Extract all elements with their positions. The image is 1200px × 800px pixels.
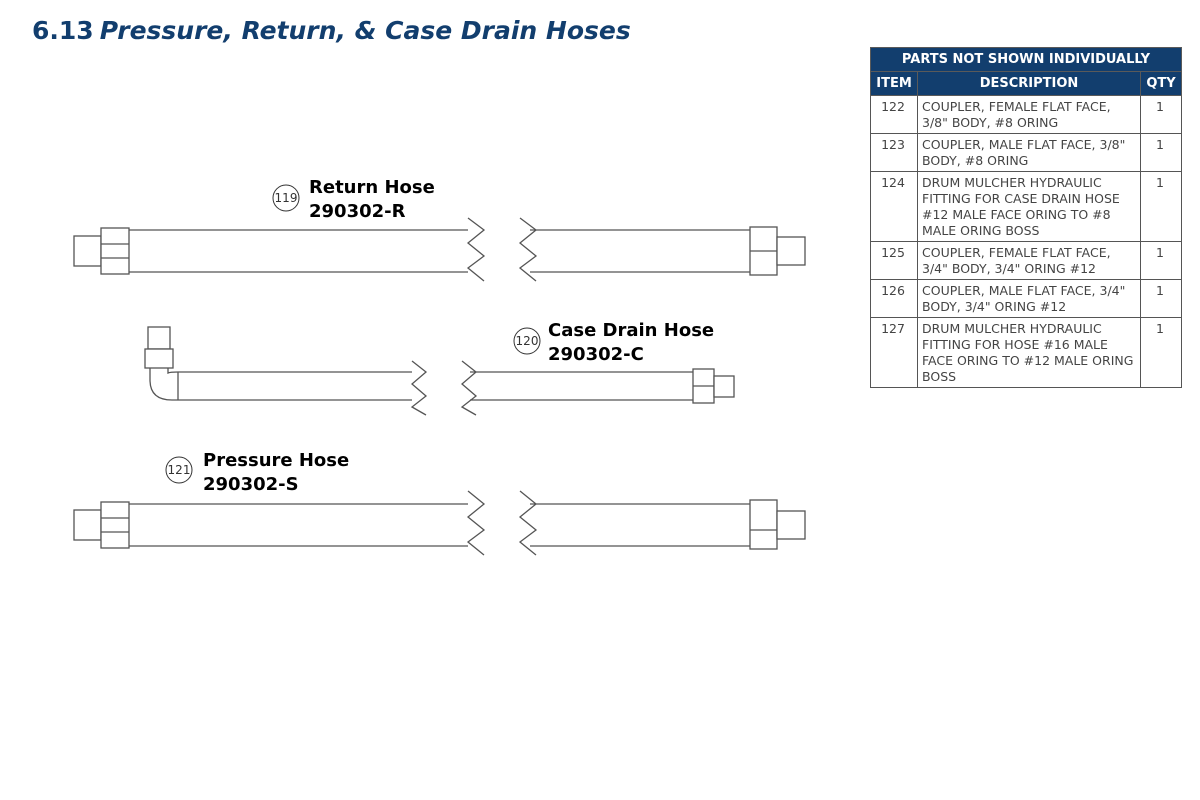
pressure-hose-right-thread	[776, 510, 806, 540]
case-drain-break-left	[410, 360, 428, 416]
column-header-item: ITEM	[870, 71, 918, 96]
pressure-hose-right-nut	[749, 499, 778, 550]
pressure-hose-break-right	[518, 490, 538, 556]
item-qty: 1	[1139, 279, 1183, 318]
parts-table-title: PARTS NOT SHOWN INDIVIDUALLY	[869, 47, 1183, 72]
callout-121: 121	[165, 456, 193, 484]
item-number: 122	[870, 95, 918, 134]
pressure-hose-break-left	[466, 490, 486, 556]
item-description: COUPLER, MALE FLAT FACE, 3/8" BODY, #8 O…	[917, 133, 1141, 172]
return-hose-drawing	[73, 217, 806, 282]
return-hose-part-number: 290302-R	[309, 201, 406, 222]
item-description: COUPLER, MALE FLAT FACE, 3/4" BODY, 3/4"…	[917, 279, 1141, 318]
item-number: 126	[870, 279, 918, 318]
callout-120: 120	[513, 327, 541, 355]
pressure-hose-left-thread	[73, 509, 102, 541]
column-header-qty: QTY	[1139, 71, 1183, 96]
case-drain-elbow-outer	[149, 368, 412, 401]
case-drain-break-right	[460, 360, 478, 416]
item-qty: 1	[1139, 241, 1183, 280]
item-number: 123	[870, 133, 918, 172]
table-row: 122 COUPLER, FEMALE FLAT FACE, 3/8" BODY…	[870, 95, 1183, 134]
table-row: 124 DRUM MULCHER HYDRAULIC FITTING FOR C…	[870, 171, 1183, 242]
item-number: 125	[870, 241, 918, 280]
callout-121-number: 121	[168, 463, 191, 477]
item-description: COUPLER, FEMALE FLAT FACE, 3/8" BODY, #8…	[917, 95, 1141, 134]
case-drain-hose-part-number: 290302-C	[548, 344, 644, 365]
item-description: DRUM MULCHER HYDRAULIC FITTING FOR HOSE …	[917, 317, 1141, 388]
return-hose-right-thread	[776, 236, 806, 266]
return-hose-break-left	[466, 217, 486, 282]
pressure-hose-drawing	[73, 490, 806, 556]
item-description: COUPLER, FEMALE FLAT FACE, 3/4" BODY, 3/…	[917, 241, 1141, 280]
case-drain-hose-name: Case Drain Hose	[548, 320, 714, 341]
table-row: 123 COUPLER, MALE FLAT FACE, 3/8" BODY, …	[870, 133, 1183, 172]
item-number: 124	[870, 171, 918, 242]
case-drain-top-nut	[144, 348, 174, 369]
section-number: 6.13	[32, 16, 94, 45]
table-row: 127 DRUM MULCHER HYDRAULIC FITTING FOR H…	[870, 317, 1183, 388]
pressure-hose-part-number: 290302-S	[203, 474, 299, 495]
case-drain-right-thread	[713, 375, 735, 398]
case-drain-top-thread	[147, 326, 171, 350]
section-title-text: Pressure, Return, & Case Drain Hoses	[99, 16, 631, 45]
parts-not-shown-table: PARTS NOT SHOWN INDIVIDUALLY ITEM DESCRI…	[869, 47, 1183, 388]
callout-120-number: 120	[516, 334, 539, 348]
case-drain-hose-drawing	[144, 326, 735, 416]
item-qty: 1	[1139, 95, 1183, 134]
item-description: DRUM MULCHER HYDRAULIC FITTING FOR CASE …	[917, 171, 1141, 242]
case-drain-elbow-inner	[167, 368, 412, 375]
pressure-hose-left-nut	[100, 501, 130, 549]
item-qty: 1	[1139, 317, 1183, 388]
column-header-description: DESCRIPTION	[917, 71, 1141, 96]
item-qty: 1	[1139, 171, 1183, 242]
return-hose-left-thread	[73, 235, 102, 267]
table-row: 125 COUPLER, FEMALE FLAT FACE, 3/4" BODY…	[870, 241, 1183, 280]
pressure-hose-name: Pressure Hose	[203, 450, 349, 471]
return-hose-left-nut	[100, 227, 130, 275]
item-qty: 1	[1139, 133, 1183, 172]
callout-119: 119	[272, 184, 300, 212]
return-hose-break-right	[518, 217, 538, 282]
item-number: 127	[870, 317, 918, 388]
table-row: 126 COUPLER, MALE FLAT FACE, 3/4" BODY, …	[870, 279, 1183, 318]
callout-119-number: 119	[275, 191, 298, 205]
return-hose-name: Return Hose	[309, 177, 435, 198]
hoses-diagram: 119 Return Hose 290302-R 120 Case Drain …	[73, 177, 806, 556]
